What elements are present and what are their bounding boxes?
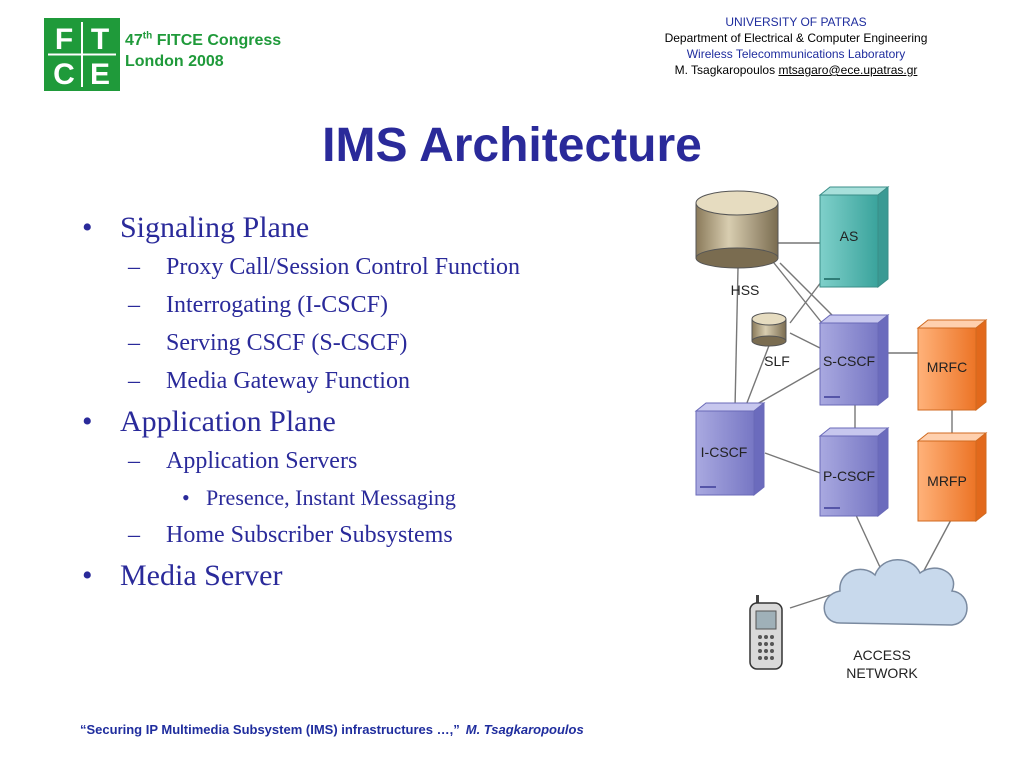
i-cscf-server-icon: [694, 401, 766, 497]
bullet-item-level2: –Home Subscriber Subsystems: [128, 520, 682, 550]
bullet-item-level2: –Serving CSCF (S-CSCF): [128, 328, 682, 358]
bullet-item-level1: • Application Plane: [82, 404, 682, 440]
p-cscf-server-icon: [818, 426, 890, 518]
bullet-marker: •: [82, 559, 93, 592]
as-server-icon: [818, 185, 890, 289]
mrfc-label: MRFC: [927, 359, 967, 375]
hss-label: HSS: [731, 282, 760, 298]
footer-author: M. Tsagkaropoulos: [465, 722, 584, 737]
department-name: Department of Electrical & Computer Engi…: [664, 31, 928, 45]
bullet-text: Serving CSCF (S-CSCF): [166, 330, 408, 356]
bullet-text: Presence, Instant Messaging: [206, 485, 456, 510]
university-block: UNIVERSITY OF PATRAS Department of Elect…: [596, 14, 996, 78]
bullet-item-level3: • Presence, Instant Messaging: [182, 484, 682, 512]
bullet-text: Home Subscriber Subsystems: [166, 522, 453, 548]
ims-architecture-diagram: HSS AS SLF S-CSCF MRFC I-CSCF: [694, 185, 988, 681]
bullet-text: Signaling Plane: [120, 211, 310, 244]
mrfp-label: MRFP: [927, 473, 967, 489]
congress-title: 47th FITCE Congress: [125, 30, 281, 51]
bullet-marker: •: [182, 485, 190, 510]
bullet-marker: –: [128, 368, 140, 394]
hss-database-icon: [695, 190, 779, 269]
bullet-text: Media Gateway Function: [166, 368, 410, 394]
bullet-text: Media Server: [120, 559, 283, 592]
author-name: M. Tsagkaropoulos: [674, 63, 776, 77]
lab-name: Wireless Telecommunications Laboratory: [686, 47, 906, 61]
congress-place: London 2008: [125, 53, 224, 70]
as-label: AS: [840, 228, 859, 244]
congress-suffix: th: [142, 30, 153, 42]
p-cscf-label: P-CSCF: [823, 468, 875, 484]
fitce-logo: F T C E: [44, 18, 120, 91]
congress-number: 47: [125, 32, 143, 49]
bullet-marker: –: [128, 448, 140, 474]
logo-letter-e: E: [90, 58, 110, 91]
congress-info: 47th FITCE Congress London 2008: [125, 30, 281, 72]
bullet-marker: –: [128, 254, 140, 280]
university-name: UNIVERSITY OF PATRAS: [725, 15, 867, 29]
access-network-label-line1: ACCESS: [853, 647, 911, 663]
mobile-phone-icon: [749, 595, 783, 670]
access-network-label-line2: NETWORK: [846, 665, 918, 681]
i-cscf-label: I-CSCF: [701, 444, 748, 460]
bullet-marker: –: [128, 292, 140, 318]
logo-letter-c: C: [53, 58, 75, 91]
author-email-link[interactable]: mtsagaro@ece.upatras.gr: [778, 63, 918, 77]
access-network-cloud-icon: [823, 559, 968, 626]
footer-quote: “Securing IP Multimedia Subsystem (IMS) …: [80, 722, 460, 737]
s-cscf-server-icon: [818, 313, 890, 407]
bullet-list: •Signaling Plane–Proxy Call/Session Cont…: [82, 206, 682, 600]
bullet-marker: •: [82, 211, 93, 244]
bullet-text: Interrogating (I-CSCF): [166, 292, 388, 318]
bullet-item-level1: • Signaling Plane: [82, 210, 682, 246]
connector-lines: [734, 242, 953, 609]
footer-citation: “Securing IP Multimedia Subsystem (IMS) …: [80, 722, 584, 737]
slf-database-icon: [751, 312, 787, 347]
mrfp-server-icon: [916, 431, 988, 523]
bullet-text: Application Plane: [120, 405, 336, 438]
mrfc-server-icon: [916, 318, 988, 412]
slf-label: SLF: [764, 353, 790, 369]
bullet-marker: –: [128, 330, 140, 356]
bullet-marker: –: [128, 522, 140, 548]
bullet-item-level2: –Interrogating (I-CSCF): [128, 290, 682, 320]
bullet-item-level2: –Media Gateway Function: [128, 366, 682, 396]
author-contact: M. Tsagkaropoulos mtsagaro@ece.upatras.g…: [596, 62, 996, 78]
bullet-item-level1: • Media Server: [82, 558, 682, 594]
bullet-item-level2: –Proxy Call/Session Control Function: [128, 252, 682, 282]
congress-name: FITCE Congress: [156, 32, 282, 49]
logo-letter-f: F: [55, 23, 73, 56]
s-cscf-label: S-CSCF: [823, 353, 875, 369]
logo-letter-t: T: [91, 23, 109, 56]
slide-title: IMS Architecture: [322, 119, 702, 172]
bullet-marker: •: [82, 405, 93, 438]
bullet-item-level2: –Application Servers: [128, 446, 682, 476]
bullet-text: Application Servers: [166, 448, 358, 474]
bullet-text: Proxy Call/Session Control Function: [166, 254, 521, 280]
